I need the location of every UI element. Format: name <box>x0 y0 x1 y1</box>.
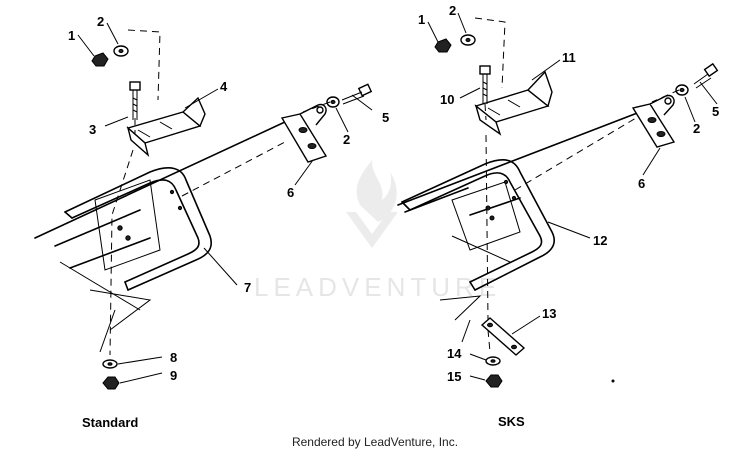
callout-14: 14 <box>447 346 462 361</box>
nut-icon <box>434 38 452 53</box>
sks-caption: SKS <box>498 414 525 429</box>
callout-8: 8 <box>170 350 177 365</box>
callout-2b: 2 <box>343 132 350 147</box>
hitch-plate-6 <box>280 103 328 163</box>
nut-icon <box>485 374 503 388</box>
callout-9: 9 <box>170 368 177 383</box>
bolt-hole <box>125 235 131 241</box>
callout-2b: 2 <box>693 121 700 136</box>
standard-assembly <box>34 22 373 390</box>
watermark-text: LEADVENTURE <box>254 272 501 302</box>
callout-6: 6 <box>638 176 645 191</box>
callout-7: 7 <box>244 280 251 295</box>
hitch-plate-6 <box>631 94 676 148</box>
watermark: LEADVENTURE <box>254 160 501 302</box>
footer-credit: Rendered by LeadVenture, Inc. <box>292 435 458 449</box>
bolt-3 <box>129 81 141 120</box>
callout-4: 4 <box>220 79 228 94</box>
bolt-5 <box>693 62 719 89</box>
callout-1: 1 <box>418 12 425 27</box>
sks-assembly <box>397 12 719 388</box>
callout-5: 5 <box>712 104 719 119</box>
nut-icon <box>91 52 109 67</box>
callout-1: 1 <box>68 28 75 43</box>
callout-12: 12 <box>593 233 607 248</box>
callout-15: 15 <box>447 369 461 384</box>
callout-10: 10 <box>440 92 454 107</box>
strap-13 <box>480 317 526 356</box>
bolt-10 <box>479 65 491 104</box>
standard-callouts: 1 2 3 4 5 2 6 7 8 9 <box>68 14 389 383</box>
callout-2: 2 <box>449 3 456 18</box>
callout-6: 6 <box>287 185 294 200</box>
sks-callouts: 1 2 11 10 5 2 6 12 13 14 15 <box>418 3 719 384</box>
nut-icon <box>102 376 120 390</box>
callout-11: 11 <box>562 50 576 65</box>
callout-5: 5 <box>382 110 389 125</box>
bolt-5 <box>341 83 373 105</box>
callout-3: 3 <box>89 122 96 137</box>
callout-2: 2 <box>97 14 104 29</box>
standard-caption: Standard <box>82 415 138 430</box>
callout-13: 13 <box>542 306 556 321</box>
bolt-hole <box>117 225 123 231</box>
